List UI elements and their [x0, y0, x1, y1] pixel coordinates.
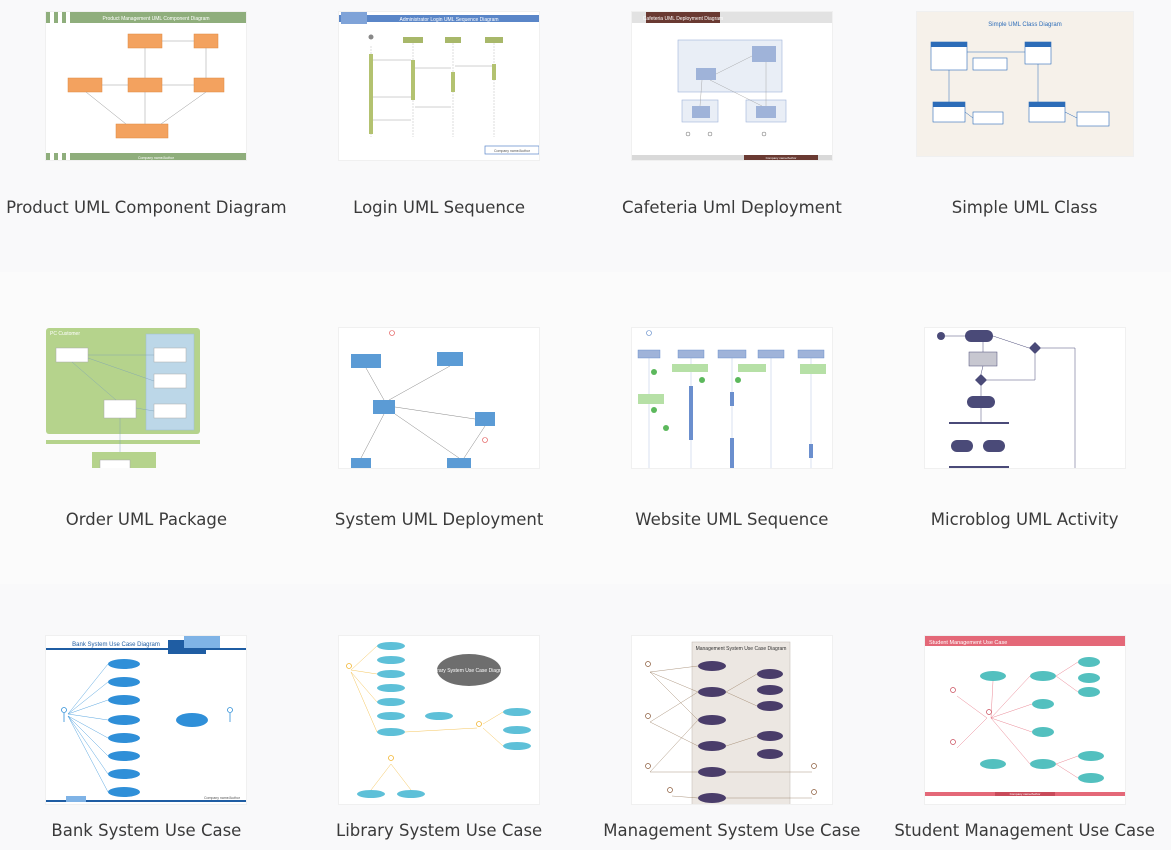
- thumb-title: PC Customer: [50, 331, 80, 337]
- thumb-title: Library System Use Case Diagram: [431, 668, 508, 674]
- template-card-library-system-use-case[interactable]: Library System Use Case Diagram: [293, 584, 586, 850]
- thumbnail-microblog-uml-activity[interactable]: [924, 328, 1125, 468]
- thumb-title: Bank System Use Case Diagram: [73, 642, 161, 648]
- thumb-title: Student Management Use Case: [929, 640, 1007, 646]
- template-card-product-uml-component[interactable]: Product Management UML Component Diagram…: [0, 0, 293, 272]
- template-card-microblog-uml-activity[interactable]: Microblog UML Activity: [878, 272, 1171, 584]
- gallery-row-2: PC Customer Order UML Package: [0, 272, 1171, 584]
- template-title[interactable]: Website UML Sequence: [635, 510, 829, 529]
- thumbnail-library-system-use-case[interactable]: Library System Use Case Diagram: [339, 636, 540, 804]
- template-card-order-uml-package[interactable]: PC Customer Order UML Package: [0, 272, 293, 584]
- thumbnail-website-uml-sequence[interactable]: [631, 328, 832, 468]
- gallery-row-1: Product Management UML Component Diagram…: [0, 0, 1171, 272]
- gallery-row-3: Bank System Use Case Diagram Company nam…: [0, 584, 1171, 850]
- template-card-simple-uml-class[interactable]: Simple UML Class Diagram Simple UML Clas…: [878, 0, 1171, 272]
- template-title[interactable]: Microblog UML Activity: [930, 510, 1119, 529]
- template-title[interactable]: Order UML Package: [65, 510, 228, 529]
- template-card-management-system-use-case[interactable]: Management System Use Case Diagram: [586, 584, 879, 850]
- template-title[interactable]: Login UML Sequence: [353, 198, 526, 217]
- template-card-website-uml-sequence[interactable]: Website UML Sequence: [586, 272, 879, 584]
- template-card-system-uml-deployment[interactable]: System UML Deployment: [293, 272, 586, 584]
- thumb-footer: Company name/Author: [204, 796, 241, 800]
- thumbnail-system-uml-deployment[interactable]: [339, 328, 540, 468]
- template-title[interactable]: Student Management Use Case: [894, 821, 1155, 840]
- template-card-cafeteria-uml-deployment[interactable]: Cafeteria UML Deployment Diagram Company…: [586, 0, 879, 272]
- template-title[interactable]: System UML Deployment: [334, 510, 544, 529]
- thumb-title: Administrator Login UML Sequence Diagram: [400, 17, 499, 23]
- thumb-footer: Company name/Author: [138, 156, 175, 160]
- thumbnail-management-system-use-case[interactable]: Management System Use Case Diagram: [631, 636, 832, 804]
- thumb-title: Simple UML Class Diagram: [988, 22, 1061, 28]
- thumbnail-product-uml-component[interactable]: Product Management UML Component Diagram…: [46, 12, 247, 160]
- thumbnail-bank-system-use-case[interactable]: Bank System Use Case Diagram Company nam…: [46, 636, 247, 804]
- template-card-student-management-use-case[interactable]: Student Management Use Case Company name…: [878, 584, 1171, 850]
- thumb-footer: Company name/Author: [1009, 792, 1040, 796]
- thumb-title: Cafeteria UML Deployment Diagram: [643, 16, 723, 22]
- template-title[interactable]: Simple UML Class: [951, 198, 1098, 217]
- template-title[interactable]: Bank System Use Case: [51, 821, 242, 840]
- thumbnail-cafeteria-uml-deployment[interactable]: Cafeteria UML Deployment Diagram Company…: [631, 12, 832, 160]
- thumbnail-student-management-use-case[interactable]: Student Management Use Case Company name…: [924, 636, 1125, 804]
- template-card-login-uml-sequence[interactable]: Administrator Login UML Sequence Diagram…: [293, 0, 586, 272]
- template-title[interactable]: Management System Use Case: [603, 821, 861, 840]
- thumbnail-order-uml-package[interactable]: PC Customer: [46, 328, 246, 468]
- thumbnail-login-uml-sequence[interactable]: Administrator Login UML Sequence Diagram…: [339, 12, 540, 160]
- thumb-footer: Company name/Author: [494, 149, 531, 153]
- template-card-bank-system-use-case[interactable]: Bank System Use Case Diagram Company nam…: [0, 584, 293, 850]
- thumbnail-simple-uml-class[interactable]: Simple UML Class Diagram: [916, 12, 1133, 156]
- thumb-title: Product Management UML Component Diagram: [103, 16, 210, 22]
- thumb-footer: Company name/Author: [765, 156, 796, 160]
- template-title[interactable]: Product UML Component Diagram: [6, 198, 287, 217]
- thumb-title: Management System Use Case Diagram: [695, 646, 786, 652]
- template-title[interactable]: Library System Use Case: [336, 821, 543, 840]
- template-title[interactable]: Cafeteria Uml Deployment: [621, 198, 842, 217]
